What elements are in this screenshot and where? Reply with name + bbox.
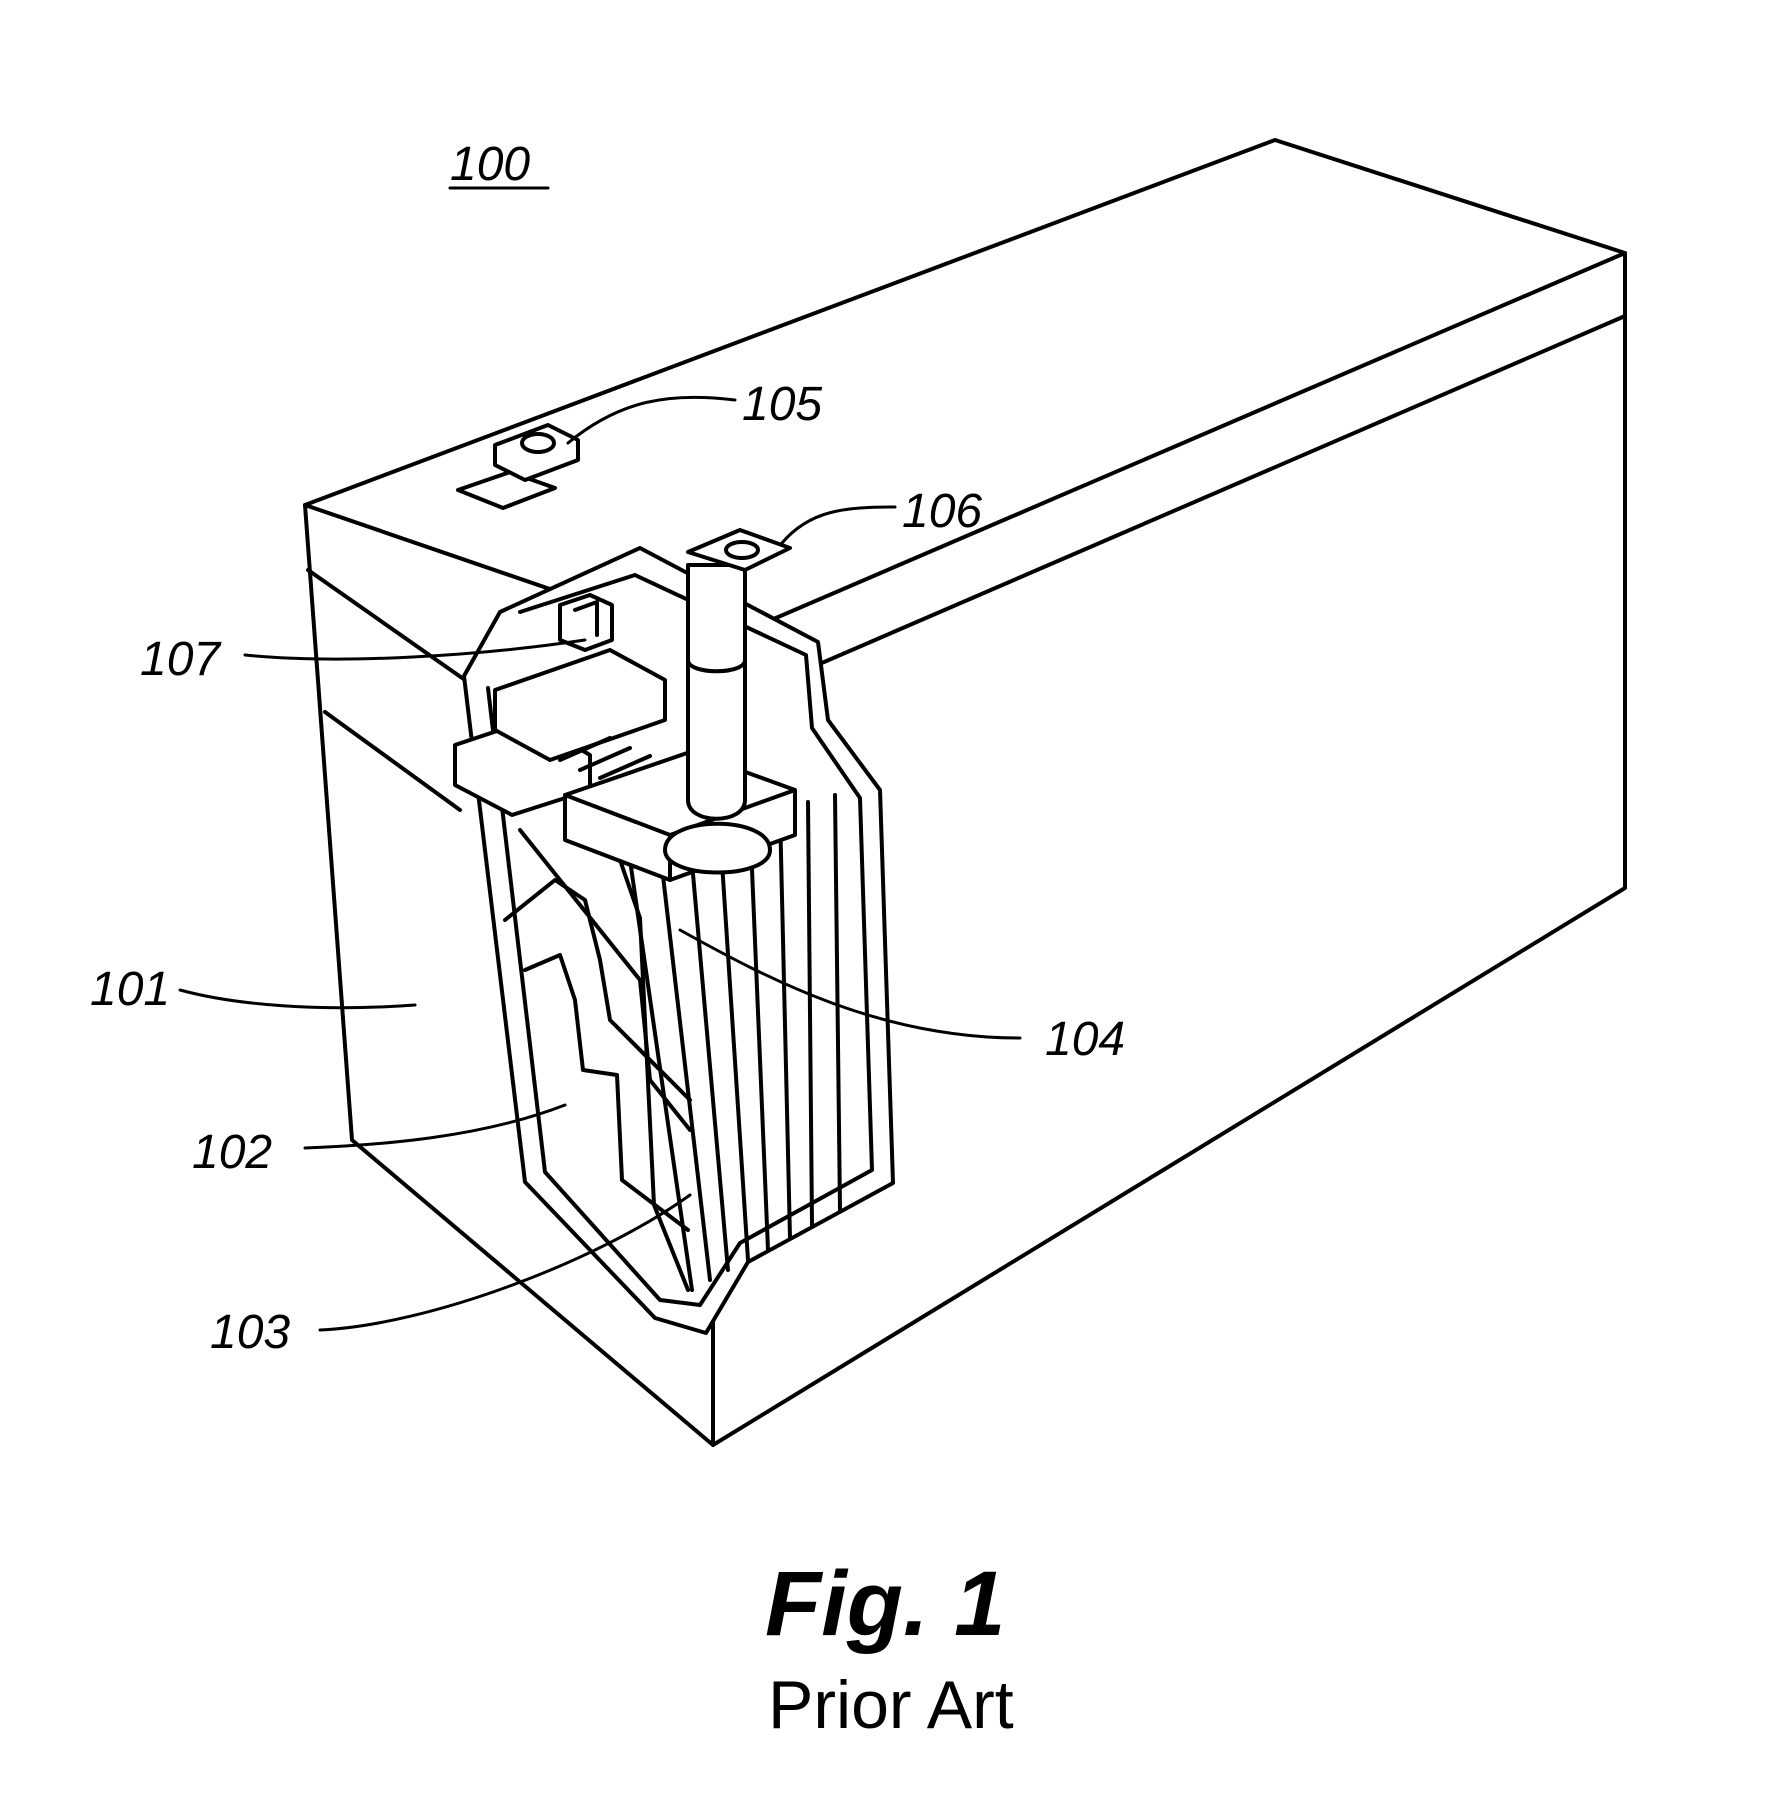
figure-subcaption: Prior Art (768, 1667, 1014, 1743)
label-101: 101 (90, 963, 170, 1016)
label-104: 104 (1045, 1013, 1125, 1066)
leader-101 (180, 990, 415, 1008)
label-106: 106 (902, 485, 982, 538)
cutaway-outer-wall (464, 548, 893, 1333)
figure-caption: Fig. 1 (765, 1553, 1005, 1655)
terminal-collar (665, 824, 770, 873)
post-shaft (688, 565, 745, 819)
case-top-face (305, 140, 1625, 645)
label-103: 103 (210, 1306, 290, 1359)
label-100: 100 (450, 138, 530, 191)
label-107: 107 (140, 633, 222, 686)
cutaway-section (464, 548, 893, 1333)
label-102: 102 (192, 1126, 272, 1179)
label-105: 105 (742, 378, 822, 431)
case-lid-band-front (308, 570, 465, 810)
